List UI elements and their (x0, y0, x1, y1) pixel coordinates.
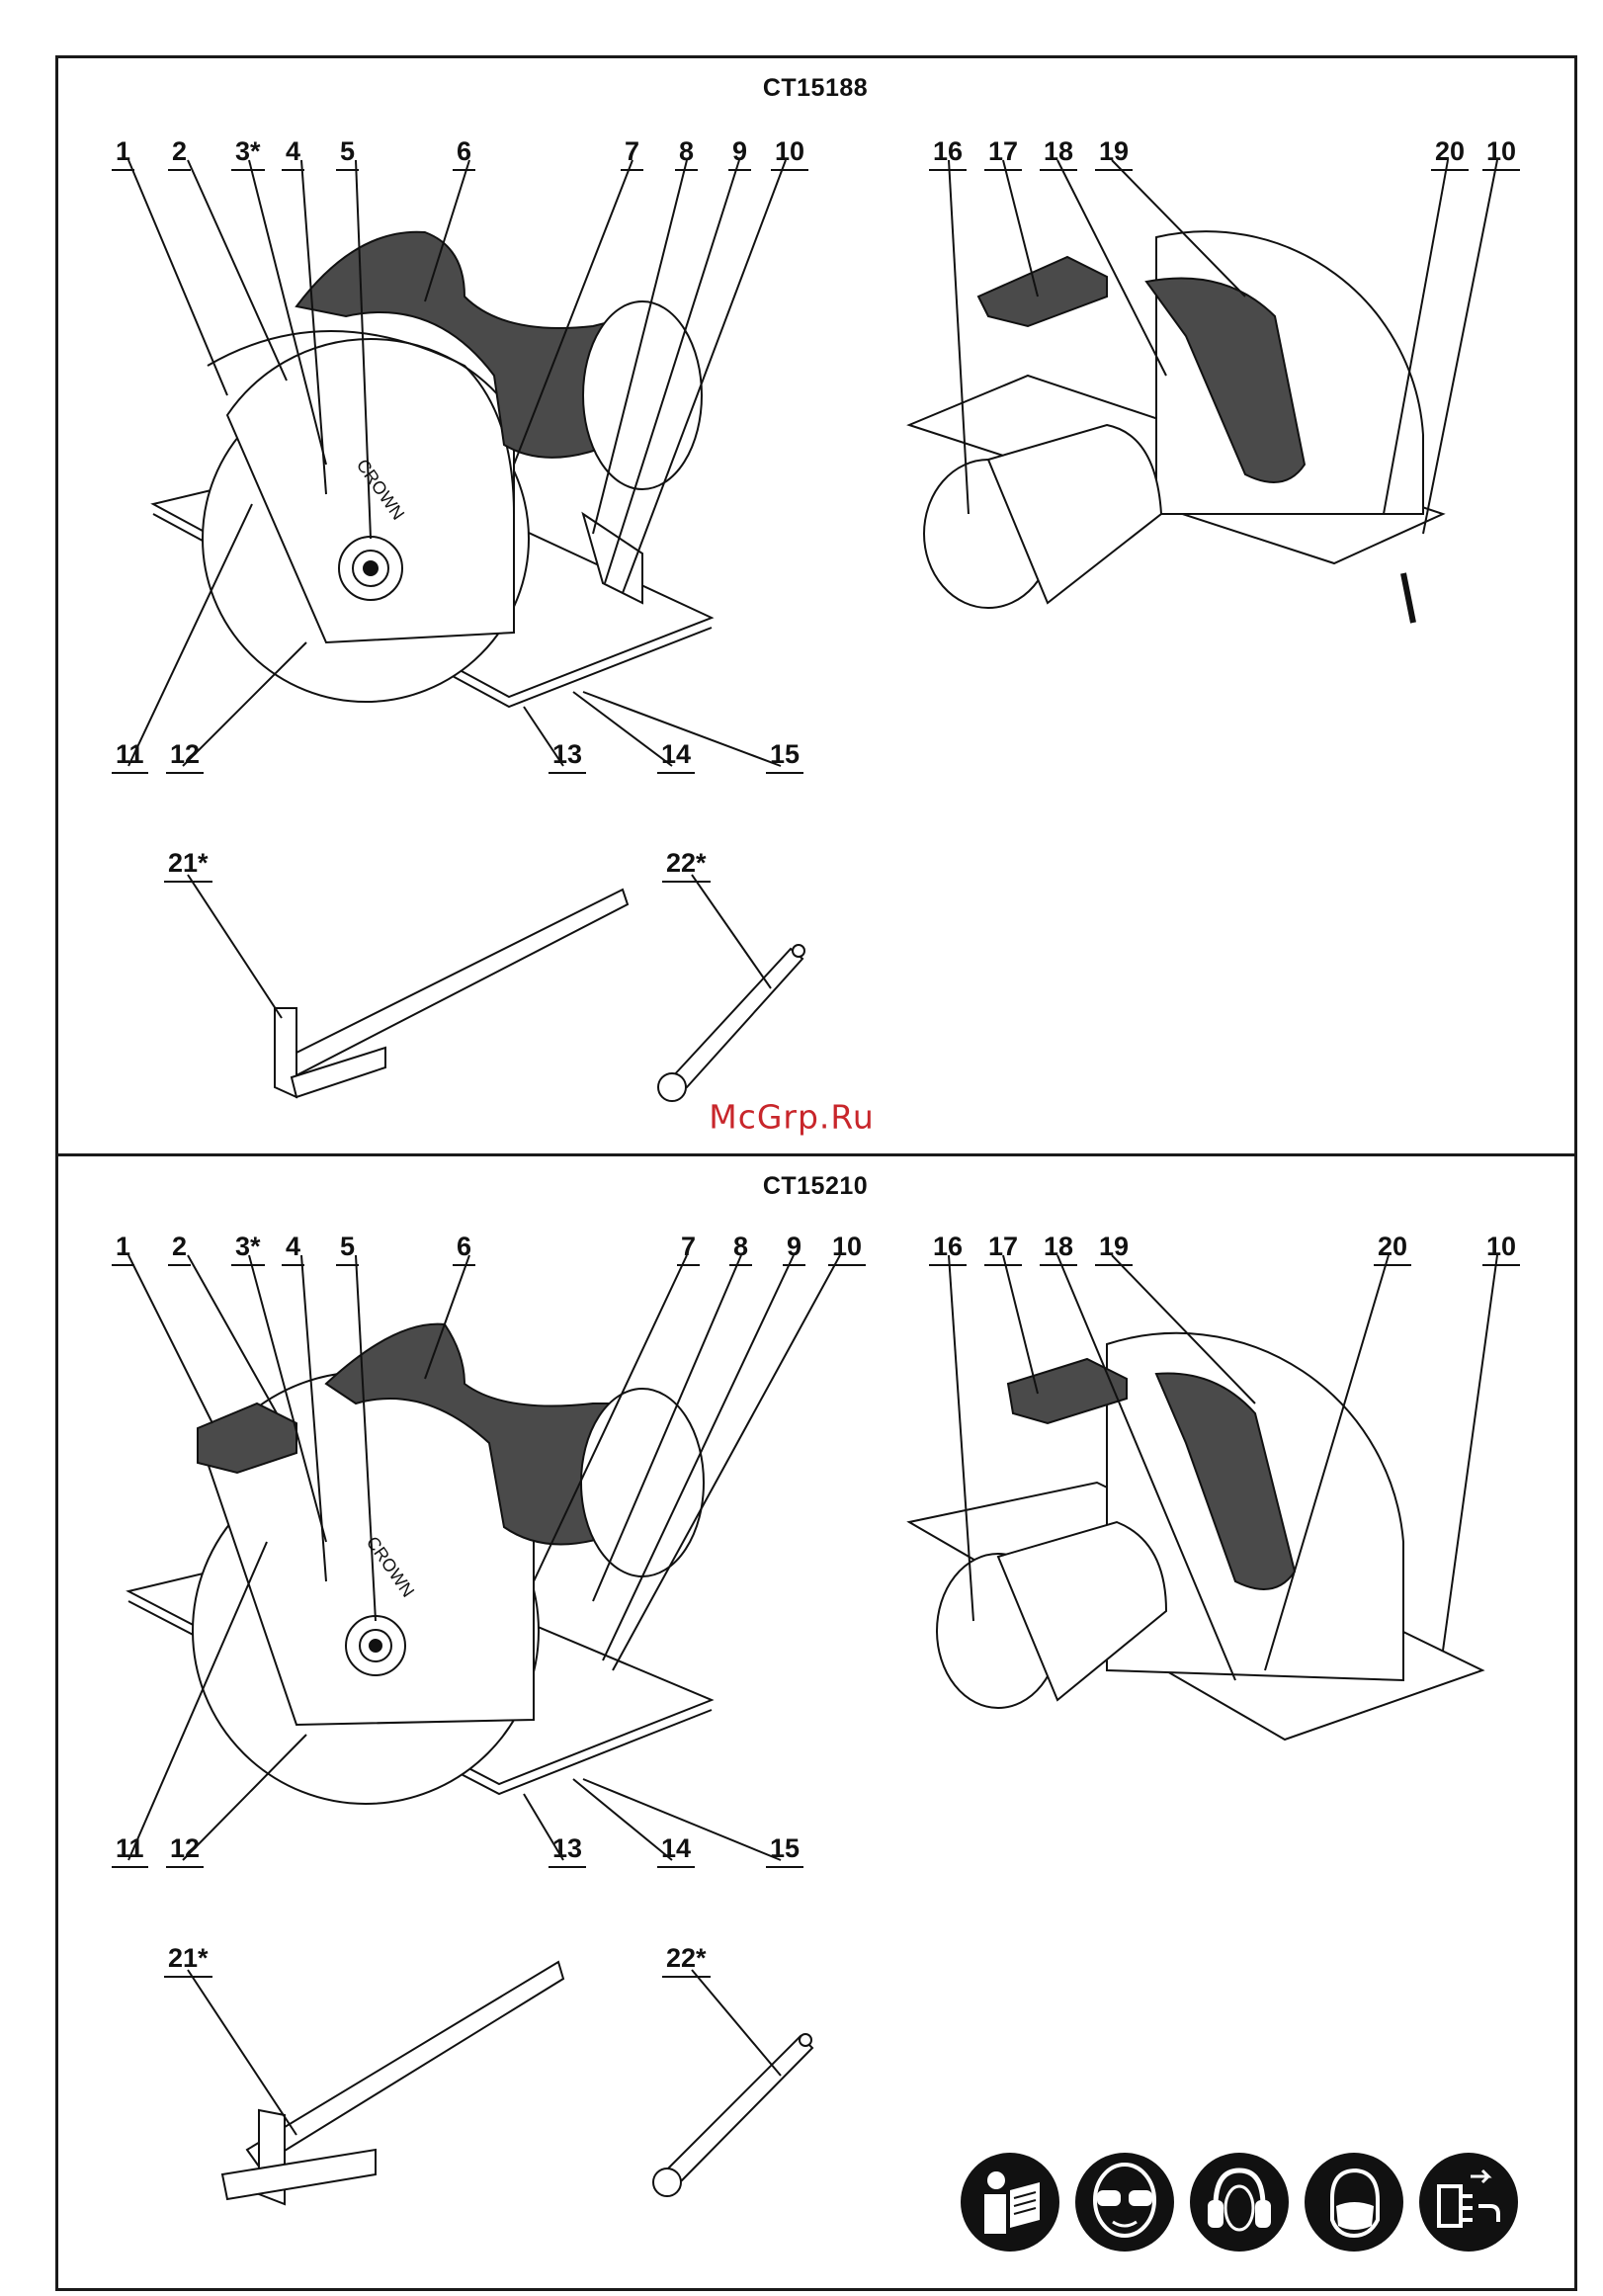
parallel-guide-1 (188, 875, 628, 1097)
saw-rear-view-1 (909, 160, 1497, 623)
safety-goggles-icon (1073, 2151, 1176, 2253)
ear-protection-icon (1188, 2151, 1291, 2253)
read-manual-icon (959, 2151, 1061, 2253)
saw-rear-view-2 (909, 1255, 1497, 1740)
wrench-2 (653, 1970, 812, 2196)
unplug-before-service-icon (1417, 2151, 1520, 2253)
saw-front-view-1: CROWN (128, 160, 786, 766)
saw-front-view-2: CROWN (128, 1255, 840, 1860)
parallel-guide-2 (188, 1962, 563, 2204)
wrench-1 (658, 875, 804, 1101)
dust-mask-icon (1303, 2151, 1405, 2253)
